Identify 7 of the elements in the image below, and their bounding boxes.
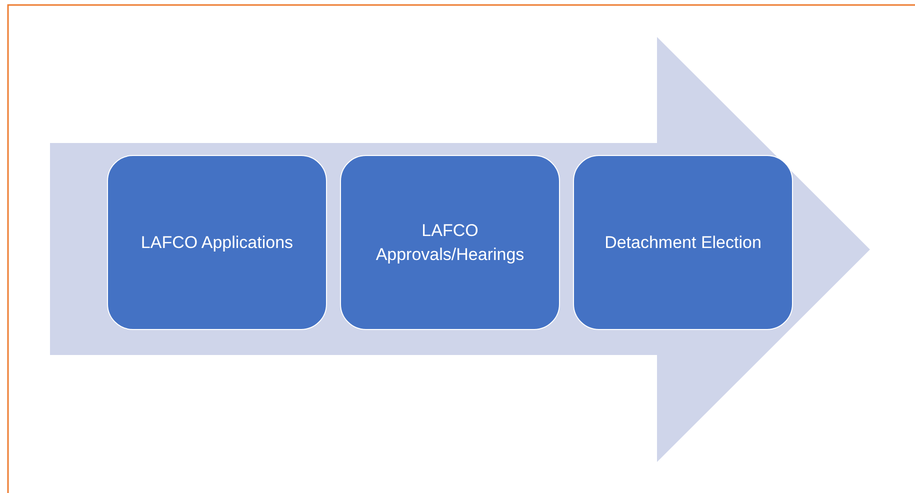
- box-label: LAFCO Approvals/Hearings: [374, 220, 526, 266]
- arrow-shape: [50, 37, 870, 462]
- box-label: Detachment Election: [604, 232, 762, 254]
- process-box: [107, 155, 327, 330]
- process-box: [573, 155, 793, 330]
- process-box: [340, 155, 560, 330]
- box-label: LAFCO Applications: [140, 232, 294, 254]
